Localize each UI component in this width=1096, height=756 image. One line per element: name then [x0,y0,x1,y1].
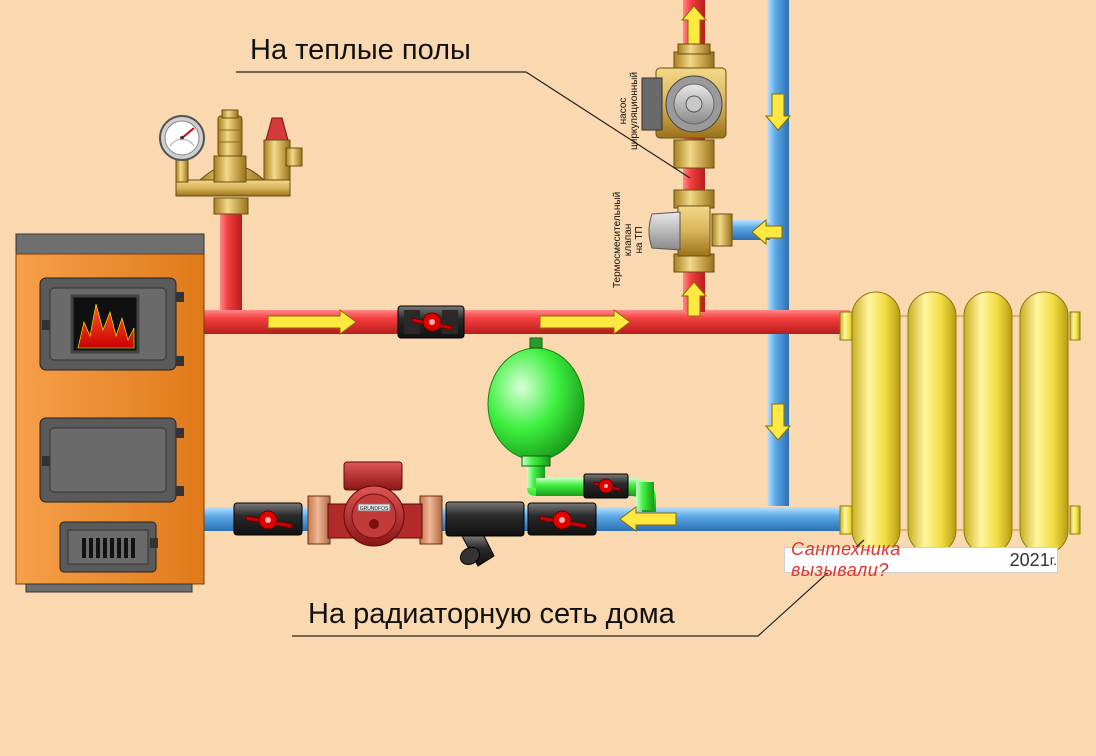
radiator-section [851,291,901,555]
valve-label-line-3: на ТП [634,226,645,254]
circulation-pump-main: GRUNDFOS [307,461,443,547]
underfloor-pump [641,43,727,169]
watermark-year-suffix: г. [1049,552,1057,568]
arrow-left-icon [751,218,783,246]
arrow-up-icon [680,5,708,47]
radiator-section [907,291,957,555]
arrow-right-icon [539,309,631,335]
watermark-text: Сантехника вызывали? [791,539,901,580]
callout-underfloor [236,71,691,179]
radiator-network-label: На радиаторную сеть дома [308,598,675,630]
pump-brand: GRUNDFOS [360,506,389,512]
pump-label-line-1: насос [618,97,629,125]
return-ball-valve-right [527,502,597,536]
supply-ball-valve [397,305,465,339]
radiator-section [1019,291,1069,555]
pressure-gauge-icon [159,115,205,183]
pump-vertical-label: насос циркуляционный [618,72,640,150]
arrow-left-icon [619,506,677,532]
tank-ball-valve [583,473,629,499]
cast-iron-radiator [839,291,1081,555]
safety-valve-icon [263,117,303,181]
arrow-down-icon [764,403,792,441]
arrow-right-icon [267,309,357,335]
tank-pipe-drop [636,482,654,510]
fire-icon [77,303,135,349]
ash-door [39,417,184,503]
radiator-section [963,291,1013,555]
thermostatic-mixing-valve [648,189,733,273]
hot-supply-riser [220,206,242,312]
firebox-door [39,277,184,371]
valve-label-line-2: клапан [623,223,634,257]
solid-fuel-boiler [15,233,205,593]
arrow-up-icon [680,281,708,317]
flow-arrows [267,5,792,532]
return-ball-valve-left [233,502,303,536]
air-vent-icon [213,109,247,183]
valve-vertical-label: Термосмесительный клапан на ТП [612,192,645,288]
watermark-stamp: Сантехника вызывали? 2021 г. [784,539,1058,580]
strainer-filter [445,501,525,567]
cold-return-riser [767,0,789,506]
safety-group [159,109,303,215]
valve-label-line-1: Термосмесительный [612,191,623,288]
pump-label-line-2: циркуляционный [629,71,640,150]
underfloor-label: На теплые полы [250,34,471,66]
air-damper [59,521,158,573]
watermark-year: 2021 [1009,549,1050,570]
expansion-tank [487,337,585,467]
arrow-down-icon [764,93,792,131]
